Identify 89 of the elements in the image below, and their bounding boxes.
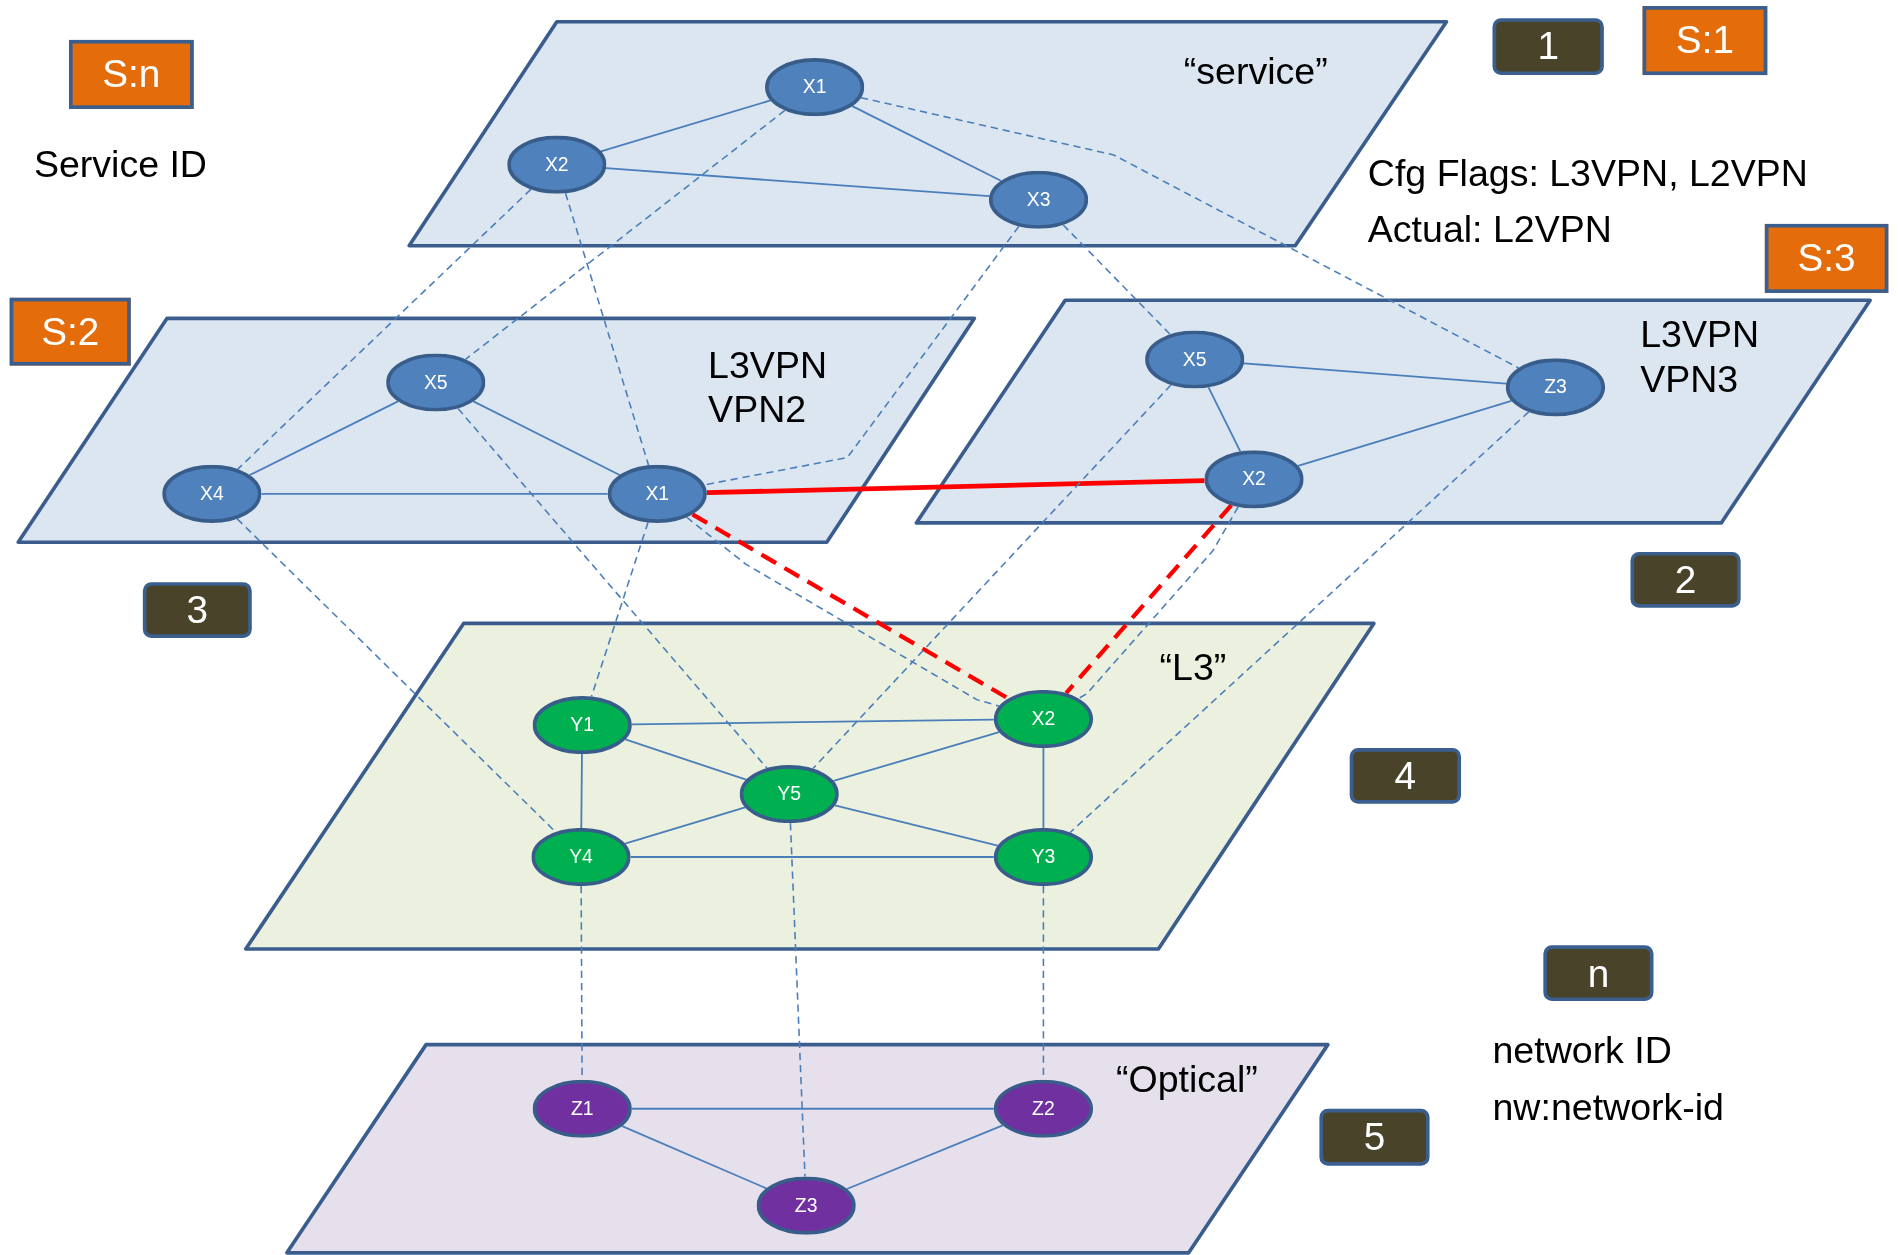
layer-title: “L3”	[1159, 645, 1228, 691]
node-label: Z3	[1543, 375, 1568, 400]
network-layer-plane	[18, 318, 975, 543]
dashed-link	[860, 96, 1520, 369]
node-label: X3	[1025, 187, 1052, 212]
network-node-ellipse	[607, 464, 707, 523]
node-label: X5	[1181, 347, 1208, 372]
link-line	[580, 753, 583, 829]
node-label: X2	[1241, 467, 1267, 492]
dashed-link	[1062, 224, 1171, 336]
dashed-link	[564, 192, 650, 467]
node-label: X4	[198, 481, 225, 506]
annotation-text: nw:network-id	[1492, 1085, 1724, 1130]
node-label: Y5	[776, 782, 803, 806]
node-label: X1	[801, 75, 828, 99]
network-node-ellipse	[532, 1079, 632, 1138]
network-node-ellipse	[993, 689, 1094, 749]
network-node-ellipse	[739, 765, 839, 824]
layer-title: L3VPN VPN2	[708, 342, 829, 433]
network-node-ellipse	[162, 464, 262, 523]
dashed-link	[812, 384, 1172, 770]
network-node-ellipse	[756, 1176, 856, 1235]
annotation-text: Cfg Flags: L3VPN, L2VPN	[1367, 152, 1808, 197]
service-id-tag: S:2	[9, 297, 131, 366]
link-line	[832, 731, 1000, 782]
dashed-link	[590, 521, 649, 698]
network-layer-plane	[286, 1044, 1328, 1253]
layer-title: “Optical”	[1116, 1056, 1259, 1102]
dashed-link	[237, 188, 532, 470]
link-line	[851, 105, 1002, 182]
dashed-link	[464, 109, 786, 361]
node-label: Y1	[569, 713, 596, 737]
link-line	[624, 738, 747, 781]
node-label: X2	[1030, 707, 1057, 731]
network-id-tag: 4	[1349, 748, 1462, 804]
dashed-link	[457, 407, 768, 769]
link-line	[1243, 362, 1508, 385]
network-layer-plane	[245, 623, 1374, 949]
network-node-ellipse	[993, 1079, 1094, 1138]
layer-title: “service”	[1183, 48, 1329, 94]
node-label: Z3	[793, 1193, 819, 1218]
annotation-text: Service ID	[33, 142, 207, 187]
network-node-ellipse	[532, 696, 632, 755]
network-id-tag: 3	[142, 582, 252, 638]
network-id-tag: n	[1543, 945, 1654, 1002]
layer-title: L3VPN VPN3	[1640, 312, 1761, 403]
link-line	[630, 1107, 995, 1110]
network-node-ellipse	[1505, 358, 1606, 417]
link-line	[629, 856, 995, 858]
link-line	[630, 718, 995, 726]
annotation-text: network ID	[1492, 1028, 1672, 1073]
node-label: Z1	[569, 1096, 595, 1121]
link-line	[624, 806, 747, 845]
link-line	[600, 99, 772, 153]
network-id-tag: 1	[1492, 18, 1604, 76]
annotation-text: Actual: L2VPN	[1367, 208, 1612, 252]
network-node-ellipse	[1145, 330, 1245, 389]
link-line	[706, 478, 1205, 496]
dashed-link	[1069, 411, 1530, 834]
link-line	[248, 400, 399, 476]
network-node-ellipse	[1204, 450, 1304, 509]
network-node-ellipse	[386, 353, 486, 412]
node-label: X5	[422, 370, 449, 395]
network-node-ellipse	[988, 170, 1089, 229]
link-line	[621, 1125, 768, 1190]
network-node-ellipse	[531, 827, 631, 887]
network-id-tag: 5	[1319, 1108, 1430, 1166]
node-label: Y4	[568, 845, 594, 869]
node-label: Y3	[1030, 845, 1057, 869]
network-node-ellipse	[507, 135, 607, 194]
service-id-tag: S:3	[1764, 223, 1889, 293]
link-line	[1042, 747, 1045, 829]
link-line	[605, 167, 991, 198]
network-layer-plane	[916, 300, 1871, 523]
link-line	[1207, 386, 1242, 453]
service-id-tag: S:1	[1642, 6, 1768, 76]
link-line	[260, 492, 609, 495]
service-id-tag: S:n	[69, 39, 194, 109]
node-label: Z2	[1031, 1096, 1056, 1121]
link-line	[834, 804, 999, 847]
node-label: X1	[644, 481, 671, 506]
node-label: X2	[543, 152, 570, 177]
link-line	[1297, 399, 1513, 467]
dashed-link	[789, 822, 806, 1178]
network-node-ellipse	[993, 827, 1094, 887]
network-id-tag: 2	[1630, 551, 1741, 608]
link-line	[845, 1124, 1004, 1190]
link-line	[472, 400, 621, 476]
network-node-ellipse	[765, 58, 865, 117]
